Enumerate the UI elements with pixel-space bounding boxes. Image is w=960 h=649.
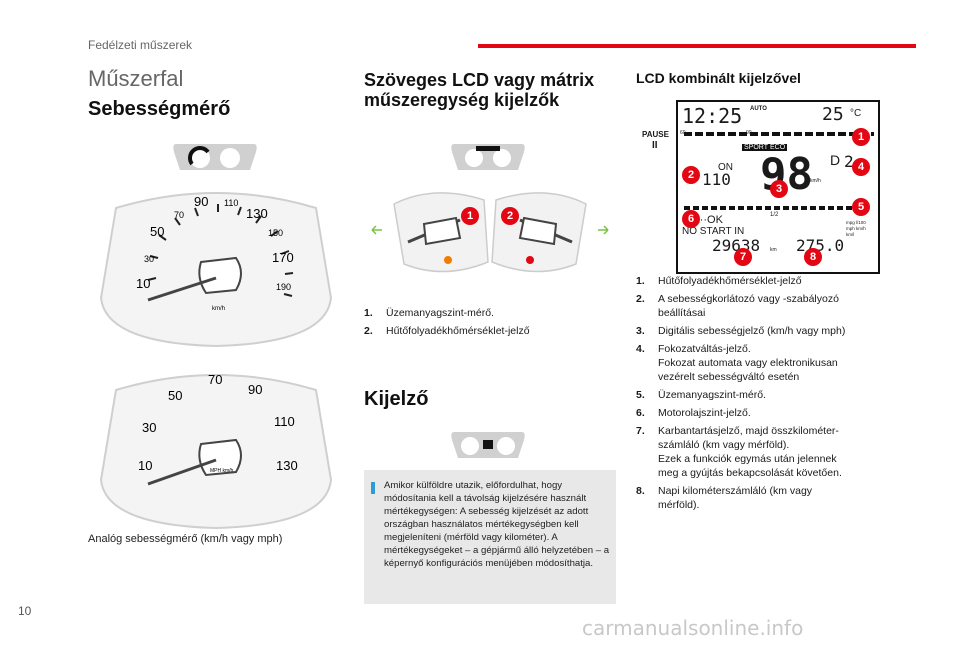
watermark: carmanualsonline.info xyxy=(582,616,804,640)
lcd-matrix-heading: Szöveges LCD vagy mátrix műszeregység ki… xyxy=(364,70,595,110)
speedometer-mph-gauge: 10 30 50 70 90 110 130 MPH km/h xyxy=(99,372,333,530)
lcd-tachometer-bar xyxy=(684,132,874,136)
list-item: 1.Üzemanyagszint-mérő. xyxy=(364,307,494,319)
gauge2-num-110: 110 xyxy=(274,414,295,429)
lcd-badge-2: 2 xyxy=(682,166,700,184)
list-item: 2.A sebességkorlátozó vagy -szabályozó b… xyxy=(636,293,839,319)
lcd-gear-number: 2 xyxy=(844,152,854,171)
gauge1-num-130: 130 xyxy=(246,206,268,221)
gauge2-num-130: 130 xyxy=(276,458,298,473)
speedometer-heading: Sebességmérő xyxy=(88,98,231,120)
gauge2-num-50: 50 xyxy=(168,388,182,403)
gauge1-num-30: 30 xyxy=(144,254,154,264)
fuel-temp-gauges xyxy=(371,192,609,273)
gauge1-num-90: 90 xyxy=(194,194,208,209)
lcd-badge-6: 6 xyxy=(682,210,700,228)
lcd-fuel-bar xyxy=(684,206,864,210)
list-item: 2.Hűtőfolyadékhőmérséklet-jelző xyxy=(364,325,530,337)
gauge1-unit: km/h xyxy=(212,306,225,312)
callout-badge-2: 2 xyxy=(501,207,519,225)
lcd-badge-4: 4 xyxy=(852,158,870,176)
lcd-scale-right: 90 xyxy=(746,130,752,136)
gauge2-unit: MPH km/h xyxy=(210,468,234,474)
lcd-badge-1: 1 xyxy=(852,128,870,146)
display-thumbnail-icon xyxy=(451,432,525,458)
list-item: 6.Motorolajszint-jelző. xyxy=(636,407,751,419)
lcd-limit-value: 110 xyxy=(702,170,731,189)
info-icon xyxy=(371,482,375,494)
gauge1-needle-hub xyxy=(147,256,242,302)
gauge2-num-10: 10 xyxy=(138,458,152,473)
list-item: 4.Fokozatváltás-jelző. Fokozat automata … xyxy=(636,343,838,383)
page-number: 10 xyxy=(18,604,32,618)
header-accent-bar xyxy=(478,44,916,48)
info-note-box xyxy=(364,470,616,604)
list-item: 3.Digitális sebességjelző (km/h vagy mph… xyxy=(636,325,846,337)
middle-legend-list: 1.Üzemanyagszint-mérő. 2.Hűtőfolyadékhőm… xyxy=(364,306,616,342)
lcd-clock: 12:25 xyxy=(682,104,743,128)
lcd-pause-label: PAUSE xyxy=(642,130,669,139)
display-heading: Kijelző xyxy=(364,388,429,410)
gauge1-num-10: 10 xyxy=(136,276,150,291)
gauge1-num-110: 110 xyxy=(224,198,238,208)
gauge2-needle-hub xyxy=(147,438,242,486)
gauge2-num-90: 90 xyxy=(248,382,262,397)
gauge1-num-70: 70 xyxy=(174,210,184,220)
lcd-badge-3: 3 xyxy=(770,180,788,198)
list-item: 7.Karbantartásjelző, majd összkilométer-… xyxy=(636,425,842,479)
page-title: Műszerfal xyxy=(88,66,184,91)
speedometer-kmh-gauge: 10 30 50 70 90 110 130 150 170 190 km/h xyxy=(96,178,336,348)
gauge1-num-150: 150 xyxy=(268,228,283,238)
lcd-badge-5: 5 xyxy=(852,198,870,216)
lcd-fuel-half: 1/2 xyxy=(770,212,779,218)
cluster-matrix-thumbnail-icon xyxy=(451,144,525,170)
callout-badge-1: 1 xyxy=(461,207,479,225)
gauge2-num-30: 30 xyxy=(142,420,156,435)
gauge1-num-50: 50 xyxy=(150,224,164,239)
gauge1-num-190: 190 xyxy=(276,282,291,292)
info-note-text: Amikor külföldre utazik, előfordulhat, h… xyxy=(384,480,610,569)
lcd-nostart-label: NO START IN xyxy=(682,226,745,237)
lcd-gear-mode: D xyxy=(830,152,841,168)
lcd-scale-left: 60 xyxy=(680,130,686,136)
lcd-sport-label: SPORT xyxy=(742,144,770,151)
lcd-pause-symbol: II xyxy=(652,140,658,151)
list-item: 5.Üzemanyagszint-mérő. xyxy=(636,389,766,401)
lcd-limiter-on: ON xyxy=(718,162,733,173)
lcd-auto-label: AUTO xyxy=(750,106,767,112)
gauge2-num-70: 70 xyxy=(208,372,222,387)
lcd-speed-unit: km/h xyxy=(810,178,821,184)
lcd-outside-temp: 25 xyxy=(822,104,844,125)
lcd-odo-unit: km xyxy=(770,247,777,253)
lcd-combined-heading: LCD kombinált kijelzővel xyxy=(636,70,801,86)
lcd-trip-units: mpg l/100 mph km/h km/l xyxy=(846,220,866,237)
lcd-badge-7: 7 xyxy=(734,248,752,266)
section-header: Fedélzeti műszerek xyxy=(88,38,193,52)
lcd-eco-label: ECO xyxy=(768,144,788,151)
speedometer-caption: Analóg sebességmérő (km/h vagy mph) xyxy=(88,533,283,545)
list-item: 1.Hűtőfolyadékhőmérséklet-jelző xyxy=(636,275,802,287)
lcd-badge-8: 8 xyxy=(804,248,822,266)
right-legend-list: 1.Hűtőfolyadékhőmérséklet-jelző 2.A sebe… xyxy=(636,274,886,516)
gauge1-num-170: 170 xyxy=(272,250,294,265)
lcd-temp-unit: °C xyxy=(850,108,862,119)
list-item: 8.Napi kilométerszámláló (km vagy mérföl… xyxy=(636,485,813,511)
cluster-thumbnail-icon xyxy=(173,144,257,170)
